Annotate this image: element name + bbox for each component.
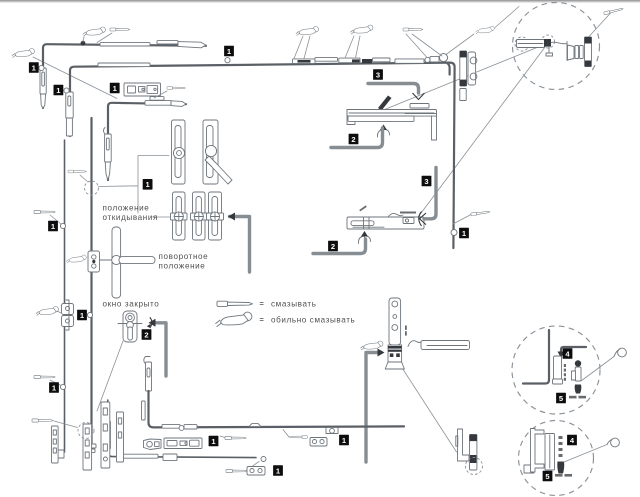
corner-hinge-bottom-right — [455, 428, 483, 475]
cam-plate-small-3 — [206, 191, 224, 241]
marker-1: 1 — [459, 227, 469, 239]
lock-rod-foot-4 — [116, 411, 124, 463]
scan-top-band — [0, 0, 640, 4]
espagnolette-vertical — [141, 356, 152, 421]
central-gear-assembly — [360, 297, 470, 464]
svg-text:1: 1 — [227, 47, 232, 56]
legend-label-lubricate: смазывать — [271, 300, 317, 309]
svg-text:1: 1 — [276, 466, 281, 475]
marker-1: 1 — [53, 84, 64, 96]
lock-rod-foot-2 — [82, 423, 93, 471]
stay-bar-right — [407, 340, 470, 350]
marker-5: 5 — [556, 392, 566, 404]
marker-1: 1 — [273, 465, 283, 476]
marker-1: 1 — [224, 45, 234, 57]
striker-plate-detail — [123, 82, 161, 97]
svg-text:1: 1 — [462, 229, 467, 238]
marker-4: 4 — [567, 434, 577, 446]
marker-2: 2 — [328, 240, 338, 252]
marker-1: 1 — [142, 179, 153, 190]
stay-assembly-top — [329, 81, 437, 150]
window-closed-group — [117, 310, 168, 378]
cam-plate-large-2 — [202, 119, 233, 185]
svg-text:2: 2 — [331, 242, 335, 251]
tilt-position-group — [98, 119, 252, 274]
inner-corner-assembly — [103, 82, 188, 182]
marker-1: 1 — [208, 435, 219, 447]
svg-text:1: 1 — [32, 63, 37, 72]
marker-1: 1 — [28, 62, 39, 73]
svg-text:1: 1 — [52, 383, 57, 392]
lock-rod-foot-1 — [51, 425, 59, 464]
marker-5: 5 — [542, 470, 553, 482]
svg-text:5: 5 — [545, 472, 550, 481]
svg-text:1: 1 — [80, 311, 85, 320]
svg-text:1: 1 — [51, 222, 56, 231]
svg-text:4: 4 — [570, 436, 575, 445]
marker-1: 1 — [48, 220, 58, 232]
svg-text:4: 4 — [565, 349, 570, 358]
keeper-bracket-small — [246, 466, 266, 476]
marker-1: 1 — [77, 309, 87, 321]
left-rails — [33, 116, 99, 459]
svg-text:1: 1 — [211, 437, 216, 446]
detail-circle-middle — [511, 325, 627, 415]
detail-circle-top — [511, 1, 624, 91]
window-handle-horizontal — [111, 254, 156, 266]
svg-text:1: 1 — [145, 180, 150, 189]
svg-text:3: 3 — [376, 70, 380, 79]
marker-1: 1 — [49, 382, 59, 393]
marker-2: 2 — [141, 329, 152, 340]
cam-plate-small-2 — [190, 191, 208, 241]
keeper-bracket-small — [309, 437, 328, 447]
sash-outline — [38, 24, 491, 250]
top-rail-outer — [39, 26, 208, 110]
hinge-cluster-left — [61, 299, 74, 331]
svg-text:1: 1 — [113, 84, 118, 93]
svg-text:2: 2 — [144, 330, 148, 339]
marker-1: 1 — [339, 434, 349, 446]
gearbox — [87, 250, 100, 273]
turn-position-group — [66, 226, 156, 299]
marker-3: 3 — [421, 175, 432, 187]
lock-rod-foot-3 — [100, 401, 111, 469]
label-window-closed: окно закрыто — [103, 300, 160, 309]
corner-hinge-top-right — [446, 25, 495, 101]
legend-symbol-2: = — [260, 315, 265, 324]
legend: = смазывать = обильно смазывать — [215, 299, 355, 327]
svg-text:1: 1 — [56, 86, 61, 95]
lock-case-detail — [143, 437, 203, 450]
marker-3: 3 — [373, 69, 383, 80]
espagnolette-left-inner — [103, 127, 112, 181]
cam-plate-large-1 — [171, 119, 186, 185]
svg-text:1: 1 — [342, 436, 347, 445]
legend-symbol-1: = — [260, 299, 265, 308]
detail-circle-bottom — [517, 419, 620, 497]
markers-layer: 1 1 1 1 3 2 3 2 1 1 2 1 1 1 1 1 1 4 5 4 5 — [28, 45, 577, 482]
stay-assembly-middle — [311, 165, 438, 256]
legend-label-lubricate-generously: обильно смазывать — [271, 316, 355, 325]
svg-text:2: 2 — [351, 135, 355, 144]
svg-text:5: 5 — [559, 394, 564, 403]
bottom-rail-middle — [141, 356, 406, 450]
marker-1: 1 — [109, 82, 120, 94]
marker-4: 4 — [562, 348, 573, 359]
espagnolette-left-outer — [39, 67, 47, 109]
espagnolette-left-sash — [65, 91, 74, 137]
bottom-left-cluster — [31, 401, 124, 471]
svg-text:3: 3 — [424, 177, 428, 186]
cam-plate-small-1 — [170, 191, 188, 241]
marker-2: 2 — [348, 133, 359, 145]
